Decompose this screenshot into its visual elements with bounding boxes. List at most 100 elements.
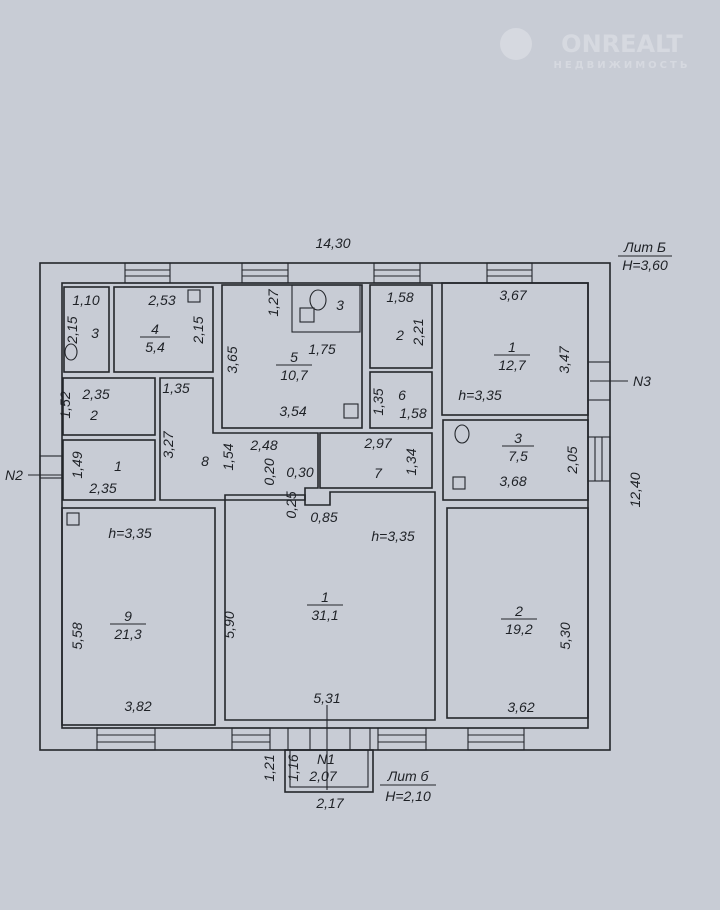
- dimension-label: 0,25: [283, 491, 299, 518]
- dimension-label: 1,35: [370, 388, 386, 415]
- dimension-label: 1,75: [308, 341, 335, 357]
- door-left: [39, 455, 63, 479]
- dimension-label: 7: [374, 465, 383, 481]
- watermark: ONREALT НЕДВИЖИМОСТЬ: [500, 28, 687, 71]
- room-1-main: h=3,35 5,90 1 31,1 5,31: [221, 528, 415, 706]
- dimension-label: 31,1: [311, 607, 338, 623]
- dimension-label: 1,35: [162, 380, 189, 396]
- room-2-left: 2,35 2 1,52: [57, 386, 110, 423]
- entrance-n3-label: N3: [633, 373, 651, 389]
- dimension-label: Лит б: [387, 768, 430, 784]
- dimension-label: 1,21: [261, 754, 277, 781]
- dimension-label: 1,54: [220, 443, 236, 470]
- dimension-label: 3: [336, 297, 344, 313]
- fraction-lines: [28, 255, 672, 790]
- window-bottom-3: [377, 727, 427, 751]
- dimension-label: 1,10: [72, 292, 99, 308]
- dimension-label: 2: [395, 327, 404, 343]
- dimension-label: H=2,10: [385, 788, 431, 804]
- fixtures: [64, 289, 470, 526]
- window-bottom-4: [467, 727, 525, 751]
- room-7: 2,97 7 1,34: [363, 435, 419, 481]
- dimension-label: 1,27: [265, 288, 281, 316]
- dimension-label: 19,2: [505, 621, 532, 637]
- dimension-label: h=3,35: [458, 387, 501, 403]
- dimension-label: 3,54: [279, 403, 306, 419]
- dimension-label: 2,53: [147, 292, 175, 308]
- room-4: 2,53 4 5,4 2,15: [145, 292, 206, 355]
- dimension-label: 5,30: [557, 622, 573, 649]
- room-1-right: 3,67 1 12,7 3,47 h=3,35: [458, 287, 572, 403]
- dimension-label: 3,68: [499, 473, 526, 489]
- dimension-label: h=3,35: [371, 528, 414, 544]
- dimension-label: 8: [201, 453, 209, 469]
- room-3-left: 1,10 2,15 3: [64, 292, 100, 345]
- sink-icon: [299, 307, 315, 323]
- dimension-label: 1,58: [386, 289, 413, 305]
- window-bottom-1: [96, 727, 156, 751]
- room-8: 1,35 3,27 8 1,54 2,48 0,20 0,30 0,25 0,8…: [160, 380, 338, 525]
- dimension-label: 0,20: [261, 458, 277, 485]
- window-right-1: [587, 436, 611, 482]
- window-top-1: [124, 262, 171, 284]
- dimension-label: 2,97: [363, 435, 392, 451]
- building-lit-label: Лит Б: [623, 239, 666, 255]
- dimension-label: 3: [514, 430, 522, 446]
- dimension-label: 3,47: [556, 345, 572, 373]
- dimension-label: 5,90: [221, 611, 237, 638]
- watermark-brand: ONREALT: [561, 30, 683, 58]
- dimension-label: 9: [124, 608, 132, 624]
- dimension-label: h=3,35: [108, 525, 151, 541]
- dimension-label: 5,58: [69, 622, 85, 649]
- boiler-icon: [452, 476, 466, 490]
- dimension-label: 5,31: [313, 690, 340, 706]
- room-5: 1,27 3 3,65 1,75 5 10,7 3,54: [224, 288, 344, 419]
- toilet-icon: [454, 424, 470, 444]
- dimension-label: 12,7: [498, 357, 526, 373]
- room-9: h=3,35 5,58 9 21,3 3,82: [69, 525, 152, 714]
- dimension-label: 0,30: [286, 464, 313, 480]
- window-bottom-2: [231, 727, 271, 751]
- dimension-label: 2,15: [64, 316, 80, 344]
- dimension-label: 2,48: [249, 437, 277, 453]
- dimension-label: 3,67: [499, 287, 527, 303]
- window-top-3: [373, 262, 421, 284]
- entrance-n1-label: N1: [317, 751, 335, 767]
- room-6: 1,35 6 1,58: [370, 387, 427, 421]
- dimension-label: 1,49: [69, 451, 85, 478]
- dimension-label: 6: [398, 387, 406, 403]
- dimension-label: 5: [290, 349, 298, 365]
- dimension-label: 2: [514, 603, 523, 619]
- building-height-label: H=3,60: [622, 257, 668, 273]
- window-top-4: [486, 262, 533, 284]
- stove-icon: [66, 512, 80, 526]
- watermark-logo-icon: [500, 28, 532, 60]
- entrance-n2-label: N2: [5, 467, 23, 483]
- dimension-label: 2,35: [88, 480, 116, 496]
- room-2-small: 1,58 2 2,21: [386, 289, 426, 347]
- dimension-label: 2,21: [410, 318, 426, 346]
- toilet-icon: [64, 343, 78, 361]
- dimension-label: 3,65: [224, 346, 240, 373]
- dimension-label: 2,17: [315, 795, 344, 811]
- dimension-label: 1,34: [403, 448, 419, 475]
- dimension-label: 2,05: [564, 446, 580, 474]
- dimension-label: 2,07: [308, 768, 337, 784]
- stove-icon: [343, 403, 359, 419]
- dimension-label: 2,35: [81, 386, 109, 402]
- toilet-icon: [309, 289, 327, 311]
- dimension-label: 1,58: [399, 405, 426, 421]
- dimension-label: 4: [151, 321, 159, 337]
- dimension-label: 7,5: [508, 448, 528, 464]
- stove-icon: [187, 289, 201, 303]
- windows: [39, 262, 611, 751]
- room-3-right: 3 7,5 3,68 2,05: [499, 430, 580, 489]
- dimension-label: 2,15: [190, 316, 206, 344]
- dimension-label: 21,3: [113, 626, 141, 642]
- dimension-label: 3,82: [124, 698, 151, 714]
- dimension-label: 3,27: [160, 430, 176, 458]
- dimension-label: 3: [91, 325, 99, 341]
- dimension-label: 1: [321, 589, 329, 605]
- dimension-label: 0,85: [310, 509, 337, 525]
- window-top-2: [241, 262, 289, 284]
